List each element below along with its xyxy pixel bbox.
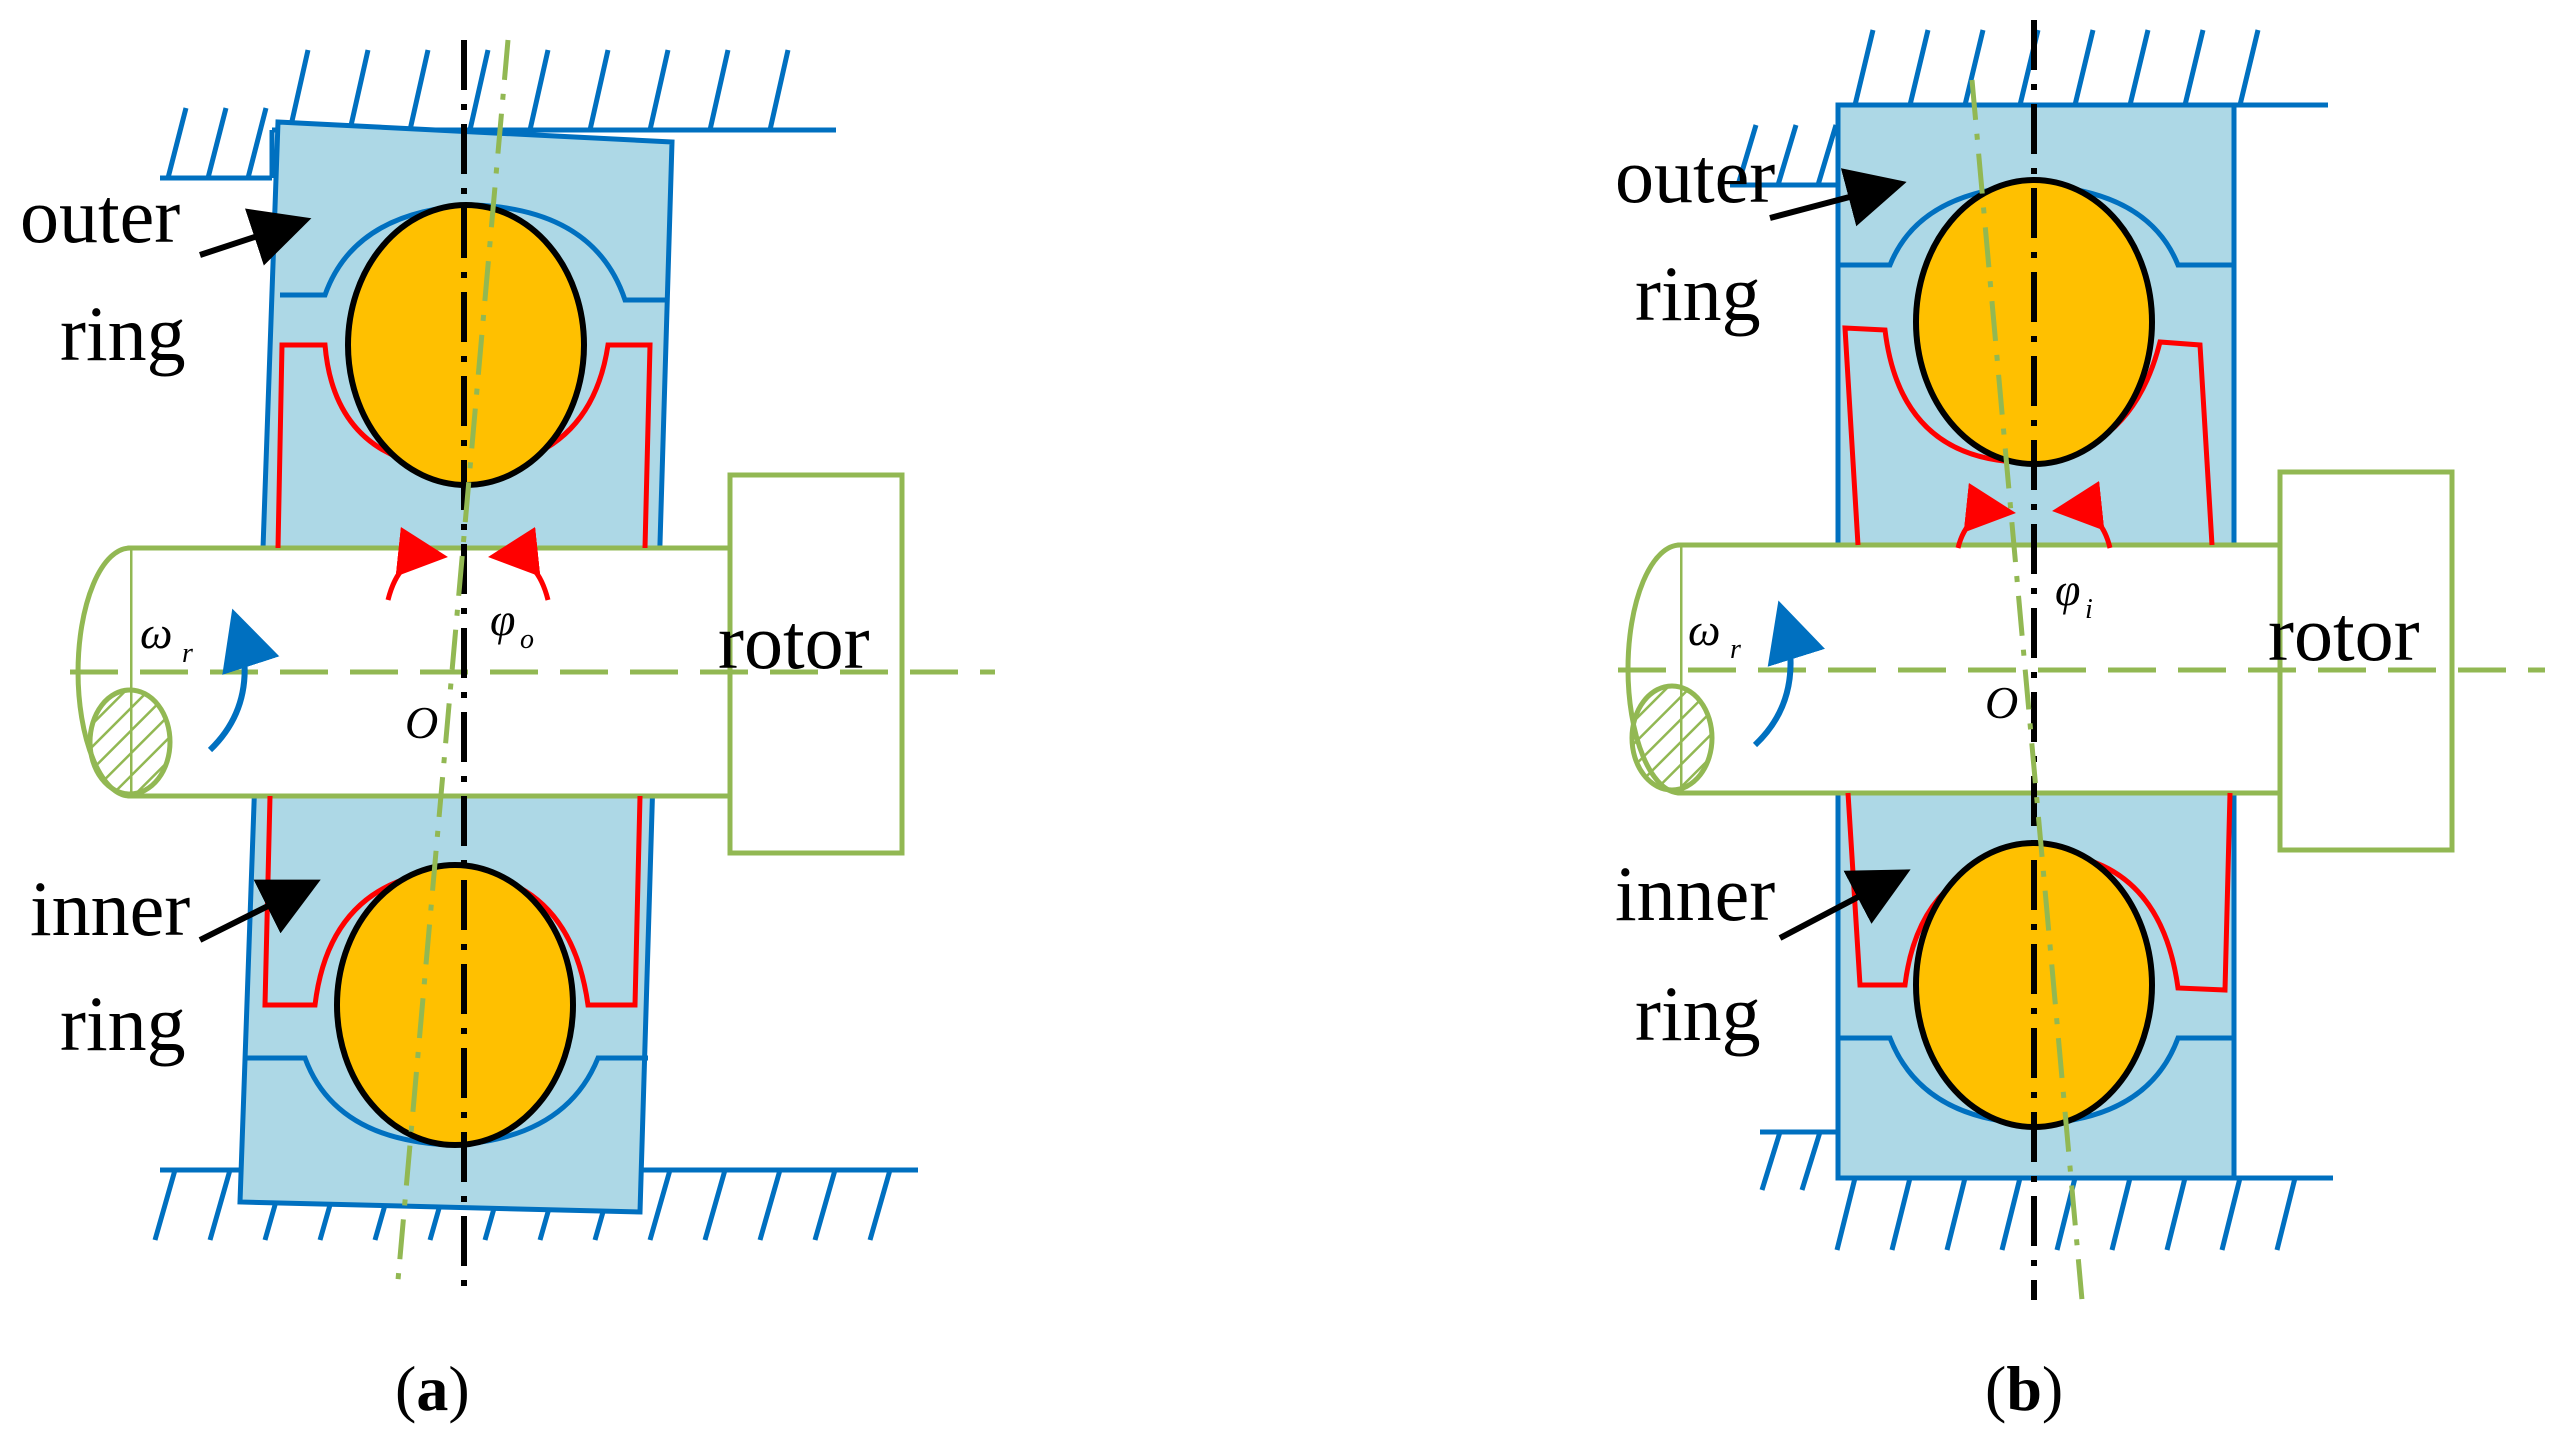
omega-sub-b: r [1730,634,1741,665]
outer-ring-label-a2: ring [60,290,186,377]
omega-arrow-a [207,608,280,753]
phi-arrow-left-a [385,526,448,601]
shaft-b [1618,469,2545,853]
ball-bottom-a [334,862,576,1148]
phi-sub-b: i [2085,594,2093,625]
rotor-box-a [727,472,905,856]
rotor-box-b [2277,469,2455,853]
origin-label-a: O [405,697,438,748]
panel-b: outer ring inner ring rotor ω r φ i O (b… [1615,20,2545,1424]
phi-symbol-a: φ [490,594,515,645]
inner-ring-label-b1: inner [1615,850,1775,937]
phi-arrow-right-b [2052,480,2113,549]
outer-ring-label-a1: outer [20,172,180,259]
omega-symbol-a: ω [140,607,172,658]
phi-arrow-left-b [1955,482,2016,549]
outer-ring-label-b1: outer [1615,132,1775,219]
inner-ring-pointer-b [1778,869,1911,941]
phi-symbol-b: φ [2055,564,2080,615]
omega-sub-a: r [182,638,193,669]
phi-arrow-right-a [488,526,551,601]
outer-ring-pointer-a [199,208,312,266]
outer-ring-pointer-b [1769,168,1907,227]
rotor-label-a: rotor [718,598,870,685]
inner-ring-label-b2: ring [1635,970,1761,1057]
omega-arrow-b [1752,600,1825,748]
phi-sub-a: o [520,624,534,655]
inner-ring-pointer-a [198,879,321,943]
shaft-section-b [1629,683,1715,793]
panel-a: outer ring inner ring rotor ω r φ o O (a… [20,39,995,1424]
inner-ring-label-a1: inner [30,865,190,952]
tilted-axis-a [395,39,511,1281]
caption-b: (b) [1985,1353,2063,1424]
origin-label-b: O [1985,677,2018,728]
tilted-axis-b [1969,79,2085,1301]
shaft-section-a [87,687,173,797]
omega-symbol-b: ω [1688,604,1720,655]
rotor-label-b: rotor [2268,590,2420,677]
inner-ring-label-a2: ring [60,980,186,1067]
caption-a: (a) [395,1353,470,1424]
outer-ring-label-b2: ring [1635,250,1761,337]
